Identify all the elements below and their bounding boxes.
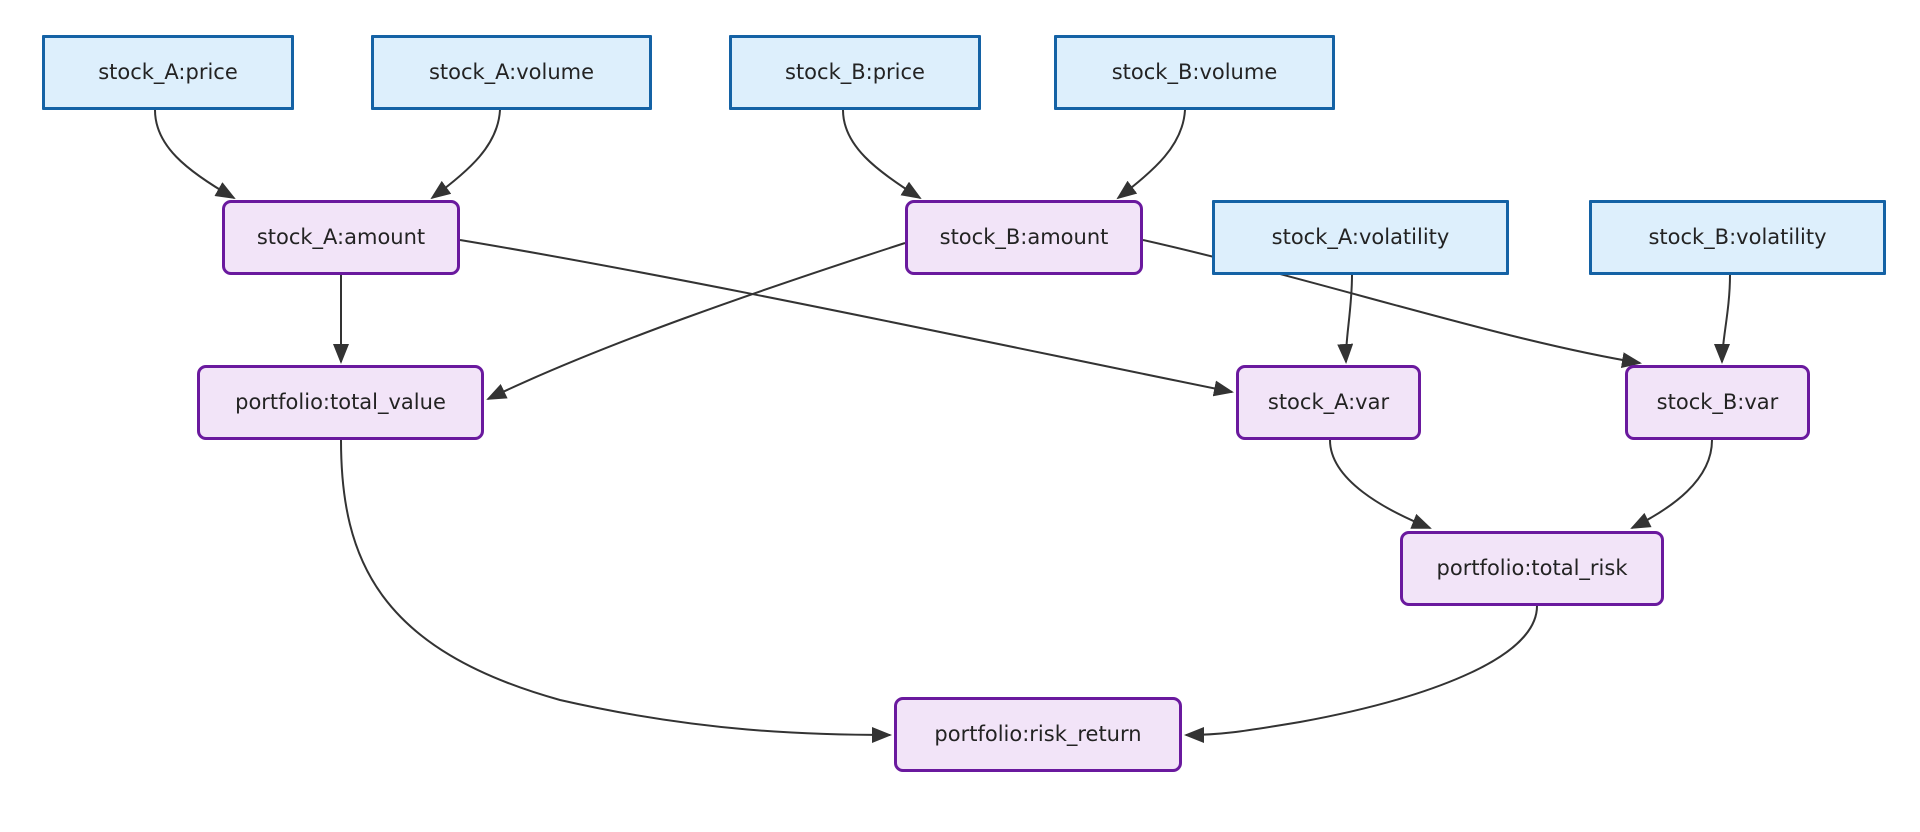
edge-price-b-to-amount-b xyxy=(842,109,922,200)
edge-amount-b-to-total-value xyxy=(486,242,906,400)
node-portfolio-total-risk[interactable]: portfolio:total_risk xyxy=(1400,531,1664,606)
node-label: stock_B:volume xyxy=(1111,60,1278,85)
edge-volatility-b-to-var-b xyxy=(1714,274,1731,364)
node-label: stock_B:volatility xyxy=(1648,225,1827,250)
node-stock-B-amount[interactable]: stock_B:amount xyxy=(905,200,1143,275)
node-label: stock_B:var xyxy=(1656,390,1779,415)
node-stock-A-var[interactable]: stock_A:var xyxy=(1236,365,1421,440)
node-stock-B-price[interactable]: stock_B:price xyxy=(729,35,981,110)
node-label: stock_B:price xyxy=(785,60,925,85)
node-label: stock_B:amount xyxy=(939,225,1109,250)
edge-total-value-to-risk-return xyxy=(340,439,892,743)
node-stock-B-var[interactable]: stock_B:var xyxy=(1625,365,1810,440)
node-label: stock_A:var xyxy=(1267,390,1390,415)
node-label: stock_A:volatility xyxy=(1271,225,1450,250)
node-label: stock_A:volume xyxy=(428,60,595,85)
node-stock-B-volatility[interactable]: stock_B:volatility xyxy=(1589,200,1886,275)
node-label: portfolio:total_risk xyxy=(1436,556,1628,581)
node-portfolio-total-value[interactable]: portfolio:total_value xyxy=(197,365,484,440)
node-portfolio-risk-return[interactable]: portfolio:risk_return xyxy=(894,697,1182,772)
node-stock-A-volatility[interactable]: stock_A:volatility xyxy=(1212,200,1509,275)
node-label: stock_A:price xyxy=(98,60,238,85)
edge-volume-b-to-amount-b xyxy=(1116,109,1186,200)
edge-volume-a-to-amount-a xyxy=(430,109,501,200)
edge-var-a-to-total-risk xyxy=(1329,439,1432,529)
node-label: portfolio:total_value xyxy=(235,390,446,415)
node-stock-A-price[interactable]: stock_A:price xyxy=(42,35,294,110)
node-label: portfolio:risk_return xyxy=(934,722,1142,747)
node-stock-B-volume[interactable]: stock_B:volume xyxy=(1054,35,1335,110)
node-stock-A-amount[interactable]: stock_A:amount xyxy=(222,200,460,275)
edge-total-risk-to-risk-return xyxy=(1184,605,1538,743)
edge-volatility-a-to-var-a xyxy=(1337,274,1354,364)
node-stock-A-volume[interactable]: stock_A:volume xyxy=(371,35,652,110)
edge-price-a-to-amount-a xyxy=(154,109,236,199)
edge-var-b-to-total-risk xyxy=(1630,439,1713,529)
node-label: stock_A:amount xyxy=(256,225,426,250)
